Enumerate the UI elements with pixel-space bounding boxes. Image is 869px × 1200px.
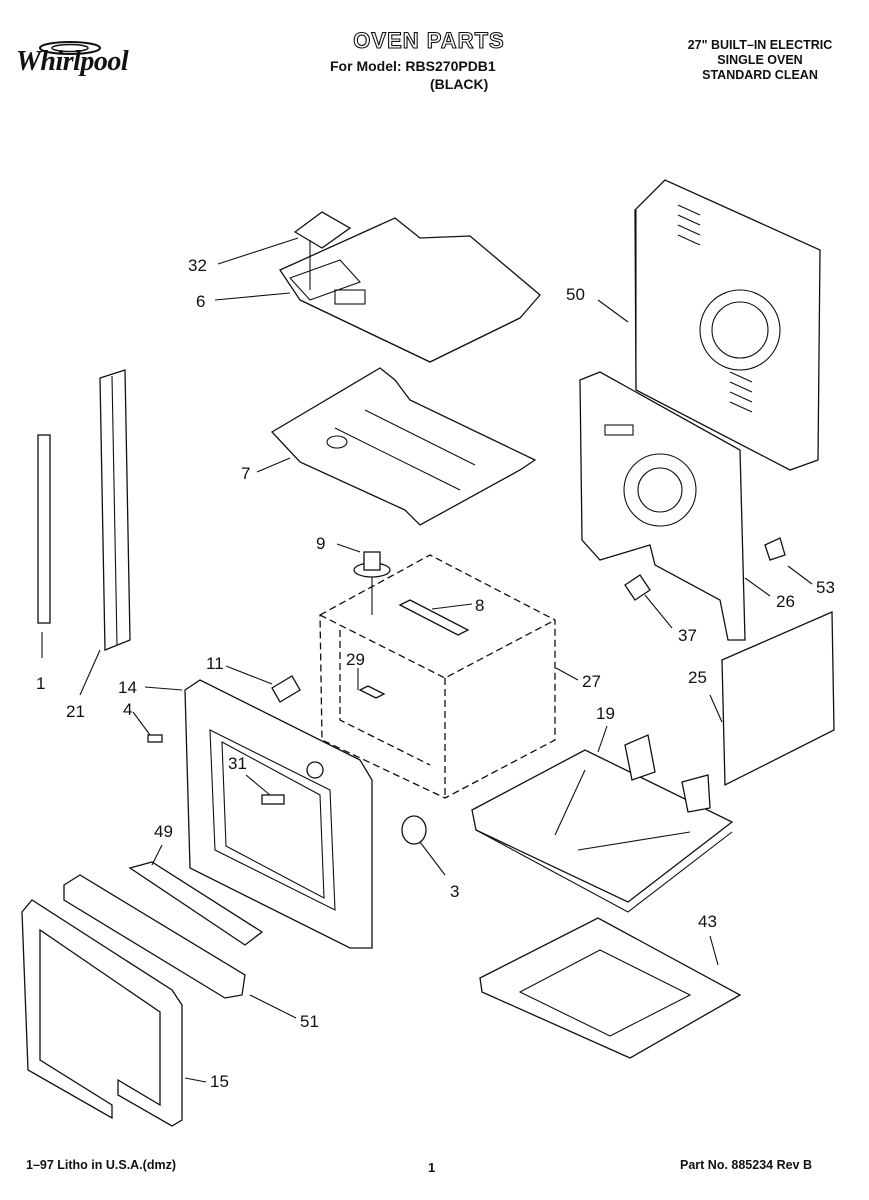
callout-31: 31 [228,754,247,773]
brand-name: Whirlpool [16,46,129,77]
callout-53: 53 [816,578,835,597]
product-description: 27" BUILT–IN ELECTRIC SINGLE OVEN STANDA… [660,38,860,83]
callout-4: 4 [123,700,133,719]
callout-26: 26 [776,592,795,611]
part-7-support-plate [270,367,537,526]
callout-32: 32 [188,256,207,275]
part-53-clip [764,537,786,561]
part-1-rail [37,434,51,624]
part-31-lamp [261,761,324,805]
callout-6: 6 [196,292,206,311]
part-9-sensor [353,551,391,615]
callout-7: 7 [241,464,251,483]
part-15-gasket [21,899,183,1127]
part-3-knob [401,815,427,845]
callout-29: 29 [346,650,365,669]
description-line-2: SINGLE OVEN [717,53,803,67]
part-14-front-frame [184,679,373,949]
logo-swirl-icon [39,41,101,55]
callout-3: 3 [450,882,460,901]
callout-21: 21 [66,702,85,721]
callout-49: 49 [154,822,173,841]
page-number: 1 [428,1160,436,1175]
part-6-top-panel [279,217,541,363]
part-49-trim [128,861,264,946]
description-line-1: 27" BUILT–IN ELECTRIC [687,38,833,52]
callout-43: 43 [698,912,717,931]
callout-15: 15 [210,1072,229,1091]
part-51-vent [63,874,246,999]
callout-8: 8 [475,596,485,615]
part-19-bottom-tray [471,734,734,913]
callout-11: 11 [206,654,224,673]
model-line: For Model: RBS270PDB1 [330,58,496,74]
part-32-label [293,211,352,249]
part-43-base-pan [479,917,742,1059]
part-11-socket [271,675,301,703]
callout-50: 50 [566,285,585,304]
part-number: Part No. 885234 Rev B [680,1158,813,1172]
part-37-sensor [624,574,651,601]
description-line-3: STANDARD CLEAN [702,68,818,82]
callout-9: 9 [316,534,326,553]
part-50-rear-panel [634,179,821,471]
callout-25: 25 [688,668,707,687]
callout-19: 19 [596,704,615,723]
callout-51: 51 [300,1012,319,1031]
part-8-bracket [398,599,470,636]
leader-lines [41,237,813,1083]
callout-1: 1 [36,674,46,693]
part-29-bracket [358,685,386,699]
part-26-bracket [579,371,746,641]
color-line: (BLACK) [430,76,489,92]
part-4-screw [147,734,163,743]
callout-37: 37 [678,626,697,645]
part-25-side-panel [721,611,835,787]
callout-14: 14 [118,678,137,697]
litho-note: 1–97 Litho in U.S.A.(dmz) [26,1158,177,1172]
callout-27: 27 [582,672,601,691]
page-title: OVEN PARTS [353,27,505,53]
part-27-oven-cavity [319,554,556,799]
